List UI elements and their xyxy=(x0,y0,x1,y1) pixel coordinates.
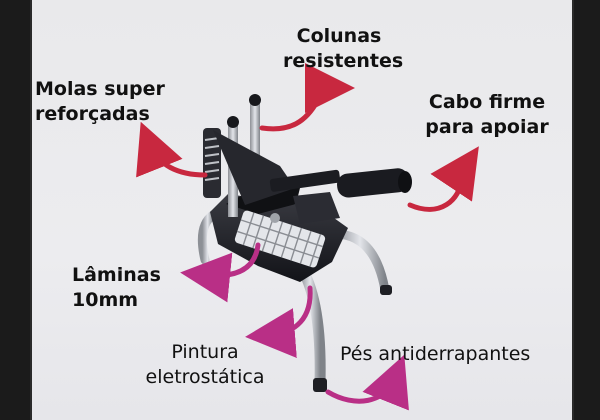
label-colunas-resistentes: Colunas resistentes xyxy=(283,25,404,72)
foot-rubber xyxy=(380,285,392,295)
machine-leg-front xyxy=(294,259,326,388)
machine-leg-left xyxy=(197,210,218,265)
column-front-cap xyxy=(227,116,239,128)
handle-grip xyxy=(337,168,409,198)
arrow-laminas xyxy=(180,242,261,303)
blade-grid xyxy=(234,210,326,268)
column-rear xyxy=(250,100,260,200)
brand-plate xyxy=(293,192,340,224)
arrow-cabo xyxy=(407,146,479,212)
fry-cutter-machine xyxy=(197,94,412,392)
arrow-molas xyxy=(136,121,208,178)
callout-arrows xyxy=(136,63,479,411)
machine-leg-back-right xyxy=(330,229,390,295)
arrow-colunas xyxy=(259,63,355,132)
label-cabo-firme: Cabo firme para apoiar xyxy=(425,91,549,138)
arrow-pes xyxy=(325,354,409,411)
pivot-bolt xyxy=(270,213,280,223)
foot-rubber xyxy=(313,378,327,392)
arrow-pintura xyxy=(245,285,313,358)
handle-grip-end xyxy=(398,171,412,193)
lever-arm xyxy=(269,169,341,192)
label-molas-super-reforcadas: Molas super reforçadas xyxy=(35,78,165,125)
label-laminas-10mm: Lâminas 10mm xyxy=(72,264,161,311)
column-rear-cap xyxy=(249,94,261,106)
label-pintura-eletrostatica: Pintura eletrostática xyxy=(145,341,265,388)
label-pes-antiderrapantes: Pés antiderrapantes xyxy=(340,343,531,365)
